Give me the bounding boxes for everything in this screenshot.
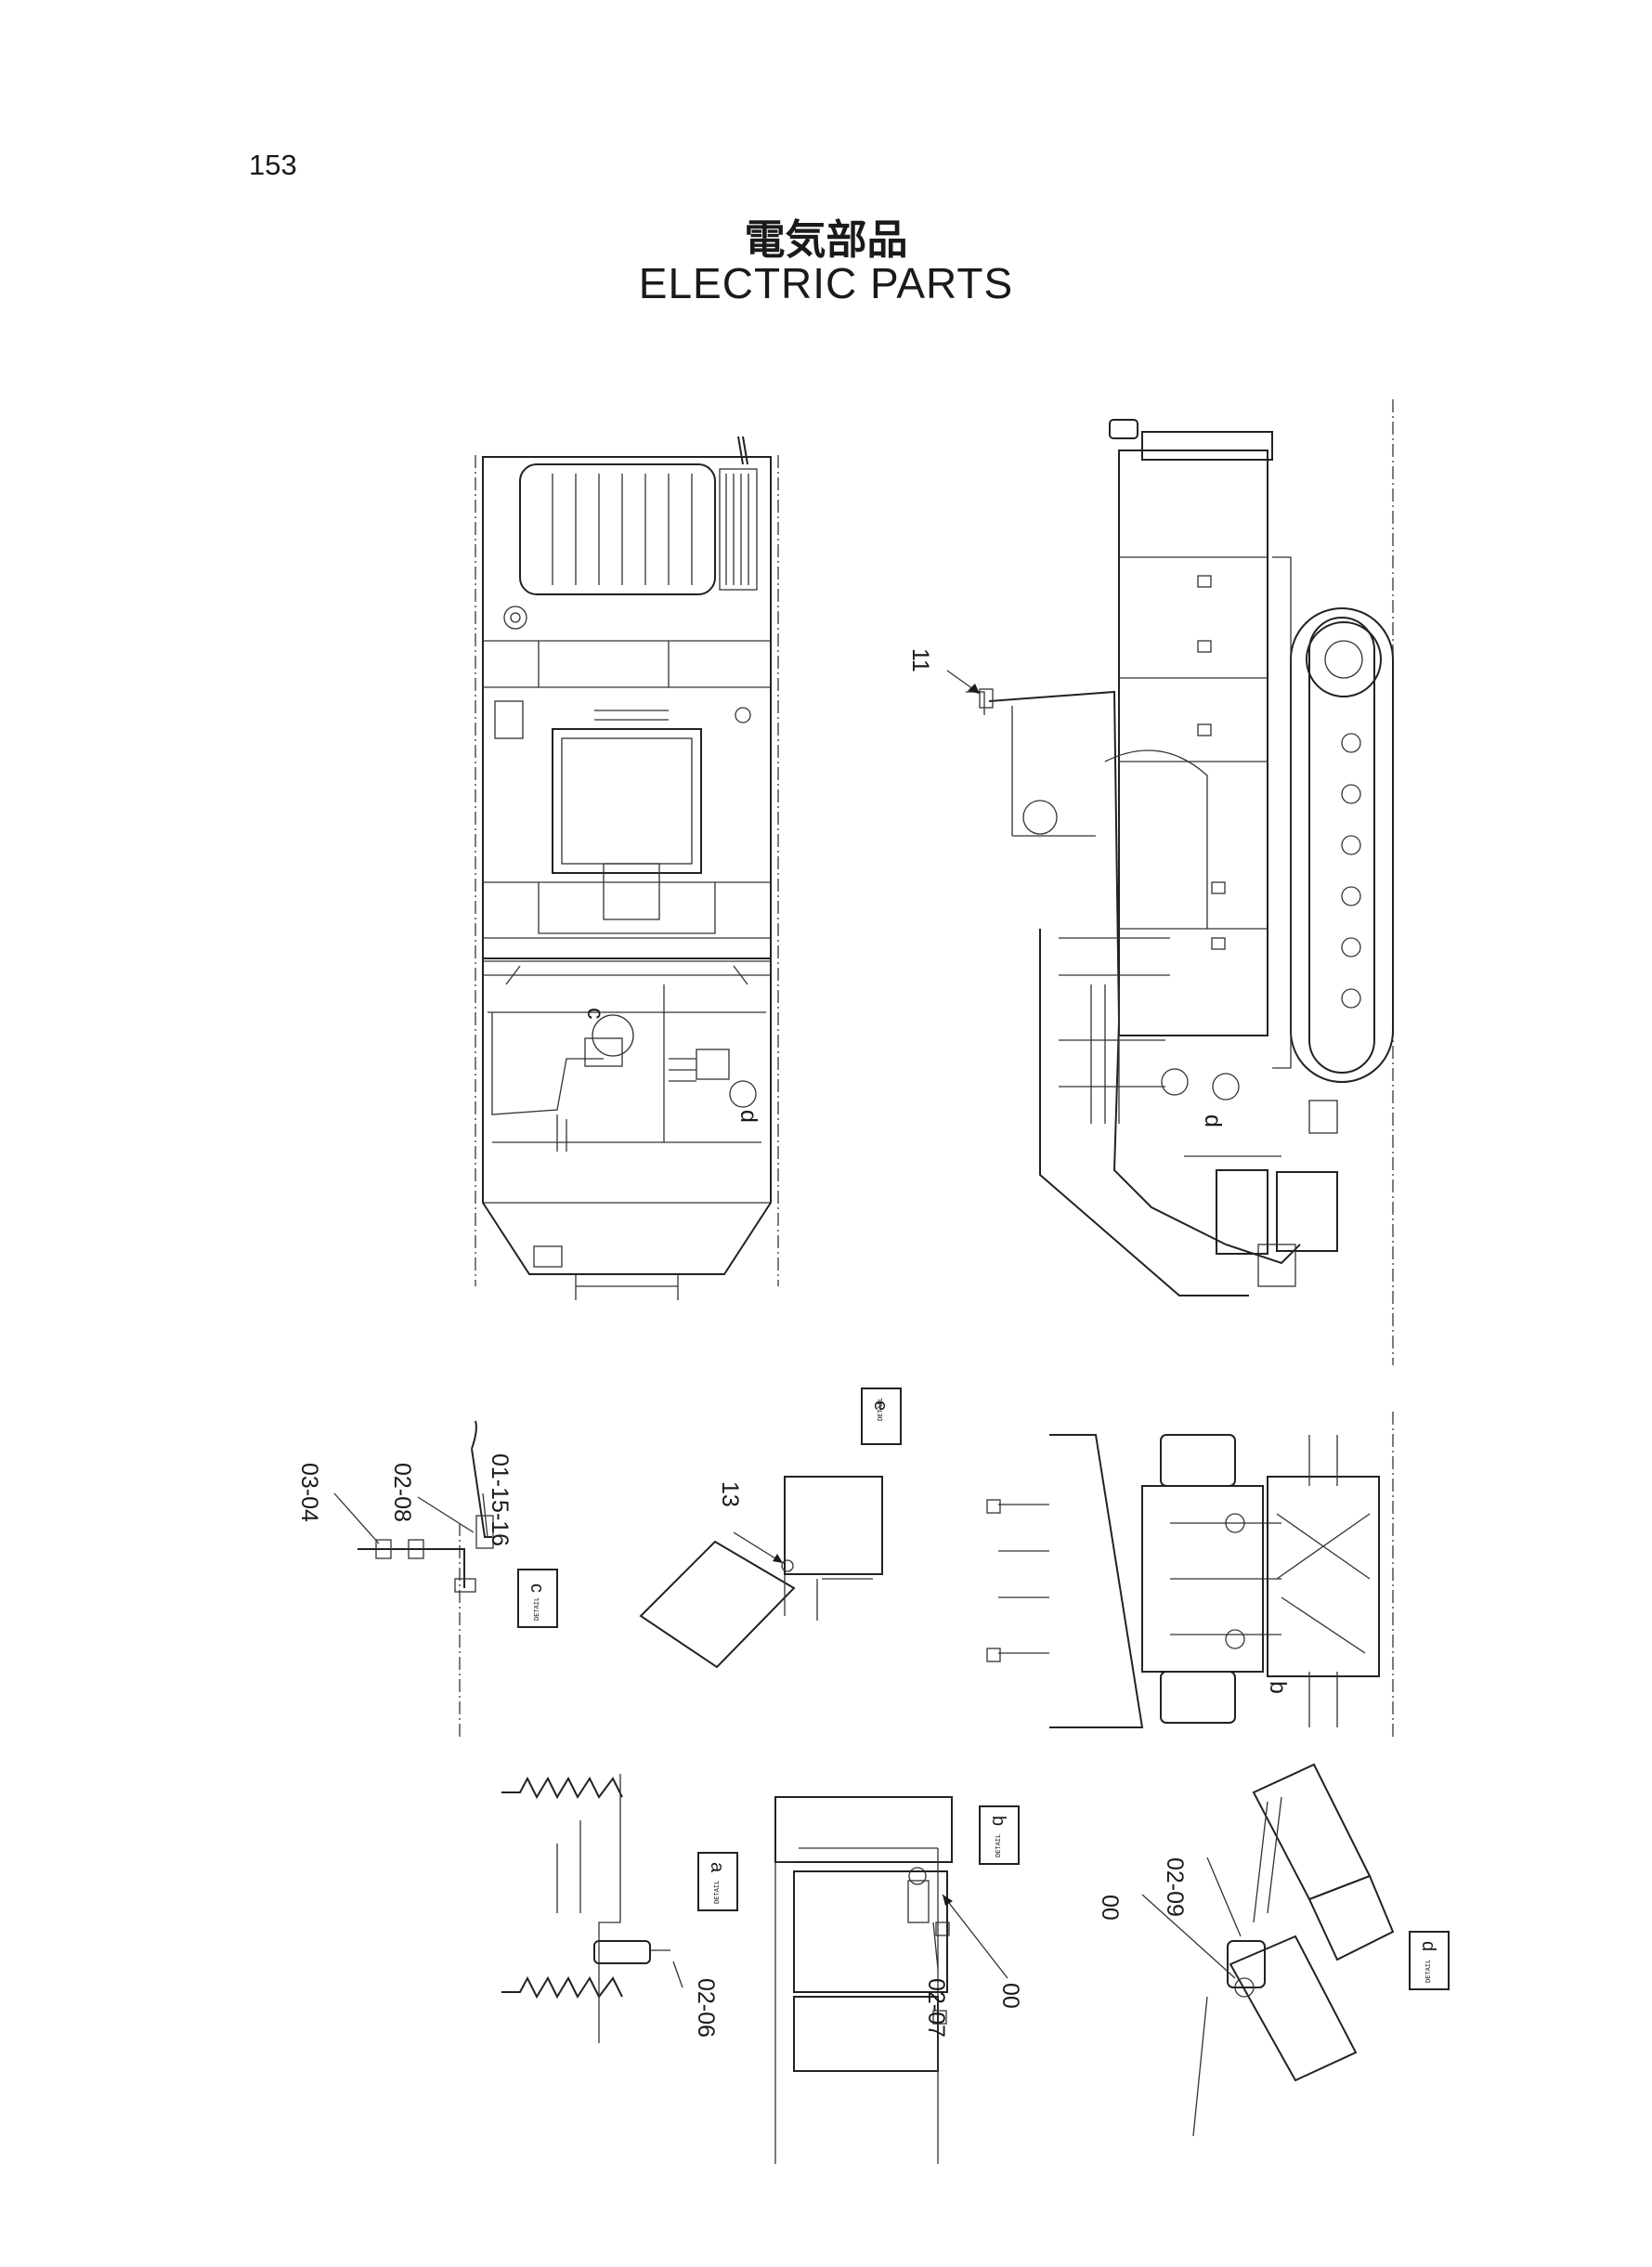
callout-02-06: 02-06 (693, 1978, 719, 2038)
view-marker-d-side: d (1200, 1114, 1226, 1127)
view-marker-c: c (582, 1008, 608, 1020)
machine-top-view: c d (475, 436, 779, 1300)
callout-02-09: 02-09 (1162, 1857, 1188, 1917)
callout-00-detail-d: 00 (1097, 1895, 1123, 1921)
detail-a-view: 02-06 (501, 1774, 719, 2043)
machine-side-view: d 11 (907, 399, 1394, 1365)
detail-box-d: DETAIL d (1409, 1931, 1450, 1990)
detail-box-c-letter: c (527, 1583, 547, 1593)
view-marker-b: b (1265, 1681, 1291, 1694)
callout-02-08: 02-08 (389, 1463, 415, 1522)
detail-box-d-caption: DETAIL (1425, 1960, 1433, 1983)
view-marker-d-top: d (735, 1110, 761, 1123)
callout-01-15-16: 01-15-16 (487, 1453, 513, 1546)
detail-e-view: 13 (639, 1476, 883, 1669)
page-number: 153 (249, 149, 297, 181)
detail-box-d-letter: d (1418, 1941, 1438, 1951)
detail-d-view: 02-09 00 (1097, 1763, 1395, 2137)
detail-box-b: DETAIL b (979, 1805, 1020, 1865)
detail-box-a-caption: DETAIL (714, 1881, 722, 1904)
detail-b-view: 02-07 00 (774, 1796, 1023, 2164)
page-title-japanese: 電気部品 (744, 216, 908, 264)
detail-box-a: DETAIL a (697, 1852, 738, 1911)
detail-box-e: DETAIL e (861, 1388, 902, 1445)
detail-box-e-letter: e (870, 1401, 891, 1411)
detail-c-view: 03-04 02-08 01-15-16 (296, 1420, 513, 1737)
callout-11: 11 (907, 648, 933, 672)
detail-box-e-caption: DETAIL (878, 1398, 885, 1421)
callout-03-04: 03-04 (296, 1463, 322, 1522)
machine-rear-view: b (986, 1412, 1394, 1737)
detail-box-b-letter: b (988, 1816, 1008, 1826)
callout-02-07: 02-07 (923, 1978, 949, 2038)
detail-box-c-caption: DETAIL (534, 1597, 541, 1621)
callout-00-detail-b: 00 (997, 1983, 1023, 2009)
detail-box-b-caption: DETAIL (995, 1834, 1003, 1857)
detail-box-c: DETAIL c (517, 1569, 558, 1628)
page-title-english: ELECTRIC PARTS (638, 259, 1014, 307)
callout-13: 13 (717, 1481, 743, 1507)
detail-box-a-letter: a (707, 1862, 727, 1873)
